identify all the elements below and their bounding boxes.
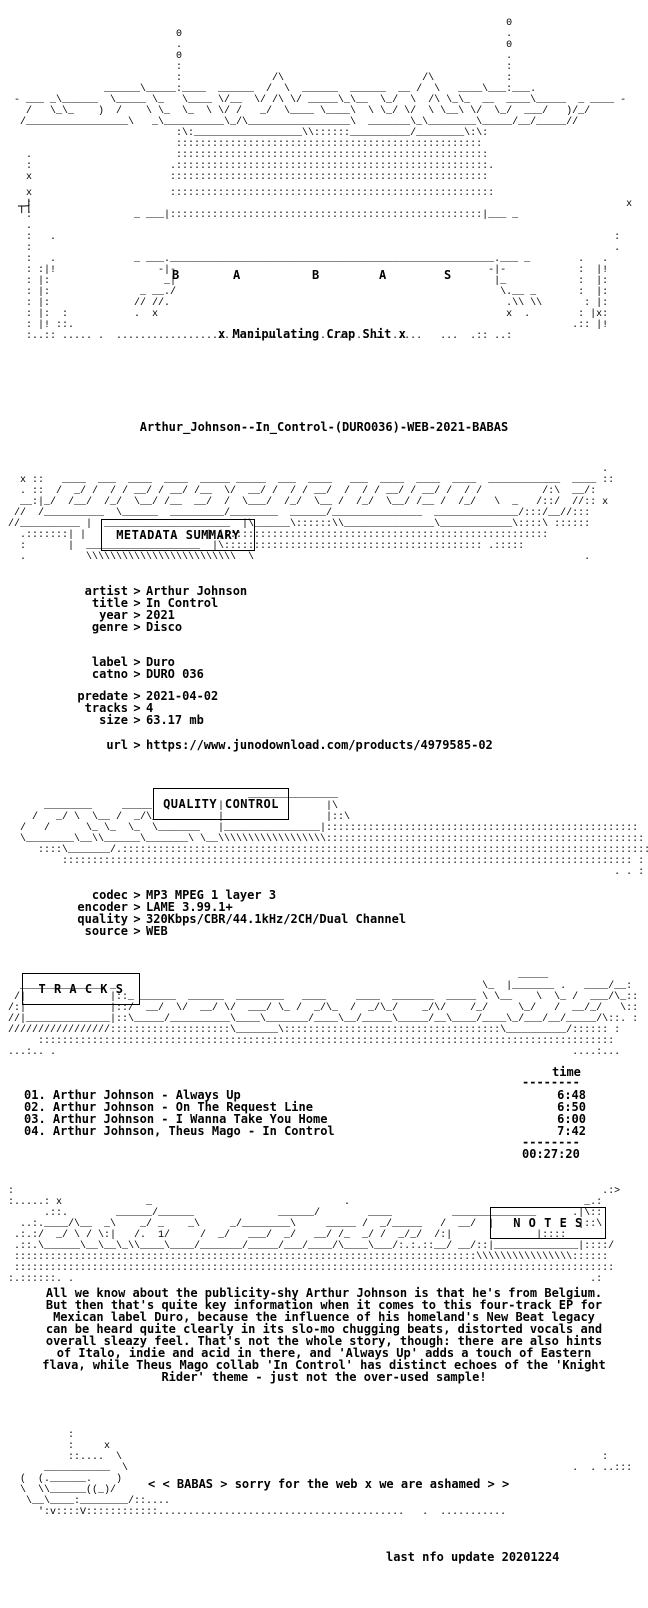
metadata-value: DURO 036 <box>146 667 204 681</box>
track-title: 02. Arthur Johnson - On The Request Line <box>24 1100 313 1114</box>
metadata-value: Arthur Johnson <box>146 584 248 598</box>
metadata-row-label: label>Duro <box>52 656 175 668</box>
metadata-section-title: METADATA SUMMARY <box>101 519 255 551</box>
track-time: 6:50 <box>557 1100 586 1114</box>
logo-letter-1: B <box>172 268 180 282</box>
quality-row-codec: codec>MP3 MPEG 1 layer 3 <box>52 889 276 901</box>
quality-key: source <box>84 924 128 938</box>
track-time: 6:00 <box>557 1112 586 1126</box>
quality-value: MP3 MPEG 1 layer 3 <box>146 888 277 902</box>
metadata-value: Disco <box>146 620 183 634</box>
quality-key: encoder <box>77 900 128 914</box>
notes-section-title: N O T E S <box>490 1207 606 1239</box>
metadata-row-year: year>2021 <box>52 609 175 621</box>
quality-value: 320Kbps/CBR/44.1kHz/2CH/Dual Channel <box>146 912 407 926</box>
release-name: Arthur_Johnson--In_Control-(DURO036)-WEB… <box>139 420 509 434</box>
metadata-key: predate <box>77 689 128 703</box>
metadata-key: tracks <box>84 701 128 715</box>
notes-text: All we know about the publicity-shy Arth… <box>42 1286 606 1384</box>
quality-row-quality: quality>320Kbps/CBR/44.1kHz/2CH/Dual Cha… <box>52 913 406 925</box>
ascii-logo-middle: x ::::::::::::::::::::::::::::::::::::::… <box>26 188 633 342</box>
ascii-banner-tracks: _____ ______________ _ \_ |_______ . ___… <box>8 970 639 1058</box>
metadata-row-size: size>63.17 mb <box>52 714 204 726</box>
logo-letter-4: A <box>379 268 387 282</box>
quality-key: codec <box>91 888 128 902</box>
ascii-logo-top: 0 0 . . 0 <box>14 18 627 183</box>
metadata-row-catno: catno>DURO 036 <box>52 668 204 680</box>
metadata-value: In Control <box>146 596 219 610</box>
metadata-row-predate: predate>2021-04-02 <box>52 690 218 702</box>
footer-message: < < BABAS > sorry for the web x we are a… <box>148 1477 510 1491</box>
time-column-header: time <box>552 1065 581 1079</box>
metadata-row-artist: artist>Arthur Johnson <box>52 584 248 598</box>
metadata-key: year <box>99 608 128 622</box>
corner-mark: ┬┤ <box>18 199 33 213</box>
metadata-key: title <box>91 596 128 610</box>
track-title: 04. Arthur Johnson, Theus Mago - In Cont… <box>24 1124 335 1138</box>
metadata-key: label <box>91 655 128 669</box>
time-divider: -------- <box>522 1075 580 1089</box>
total-divider: -------- <box>522 1135 580 1149</box>
metadata-row-title: title>In Control <box>52 597 218 609</box>
total-time: 00:27:20 <box>522 1147 580 1161</box>
track-time: 7:42 <box>557 1124 586 1138</box>
tagline: x Manipulating Crap Shit x <box>218 327 406 341</box>
metadata-key: genre <box>91 620 128 634</box>
metadata-value: 4 <box>146 701 154 715</box>
metadata-row-genre: genre>Disco <box>52 621 182 633</box>
logo-letter-2: A <box>233 268 241 282</box>
metadata-key: url <box>106 738 128 752</box>
metadata-key: artist <box>84 584 128 598</box>
ascii-banner-quality: _______________ ________ _____ | |\ / _/… <box>20 790 648 878</box>
quality-row-source: source>WEB <box>52 925 168 937</box>
ascii-banner-notes: : .:> :.....: x _ . _ <box>8 1186 621 1285</box>
logo-letter-3: B <box>312 268 320 282</box>
track-time: 6:48 <box>557 1088 586 1102</box>
metadata-key: size <box>99 713 128 727</box>
logo-letter-5: S <box>444 268 452 282</box>
ascii-footer-art: : : x ::.... \ : ___________ \ <box>20 1430 633 1518</box>
metadata-value: 2021 <box>146 608 175 622</box>
quality-section-title: QUALITY CONTROL <box>153 788 289 820</box>
metadata-key: catno <box>91 667 128 681</box>
quality-value: LAME 3.99.1+ <box>146 900 233 914</box>
metadata-value: 2021-04-02 <box>146 689 219 703</box>
metadata-url-link[interactable]: https://www.junodownload.com/products/49… <box>146 738 493 752</box>
metadata-row-url: url>https://www.junodownload.com/product… <box>52 738 493 752</box>
quality-row-encoder: encoder>LAME 3.99.1+ <box>52 900 233 914</box>
tracks-section-title: T R A C K S <box>22 973 140 1005</box>
quality-value: WEB <box>146 924 168 938</box>
metadata-row-tracks: tracks>4 <box>52 701 154 715</box>
metadata-value: Duro <box>146 655 175 669</box>
track-title: 03. Arthur Johnson - I Wanna Take You Ho… <box>24 1112 328 1126</box>
ascii-banner-metadata: . x :: ____ ___ ____ ____ _____ _____ __… <box>8 464 615 563</box>
metadata-value: 63.17 mb <box>146 713 204 727</box>
track-title: 01. Arthur Johnson - Always Up <box>24 1088 241 1102</box>
quality-key: quality <box>77 912 128 926</box>
last-update: last nfo update 20201224 <box>386 1550 560 1564</box>
